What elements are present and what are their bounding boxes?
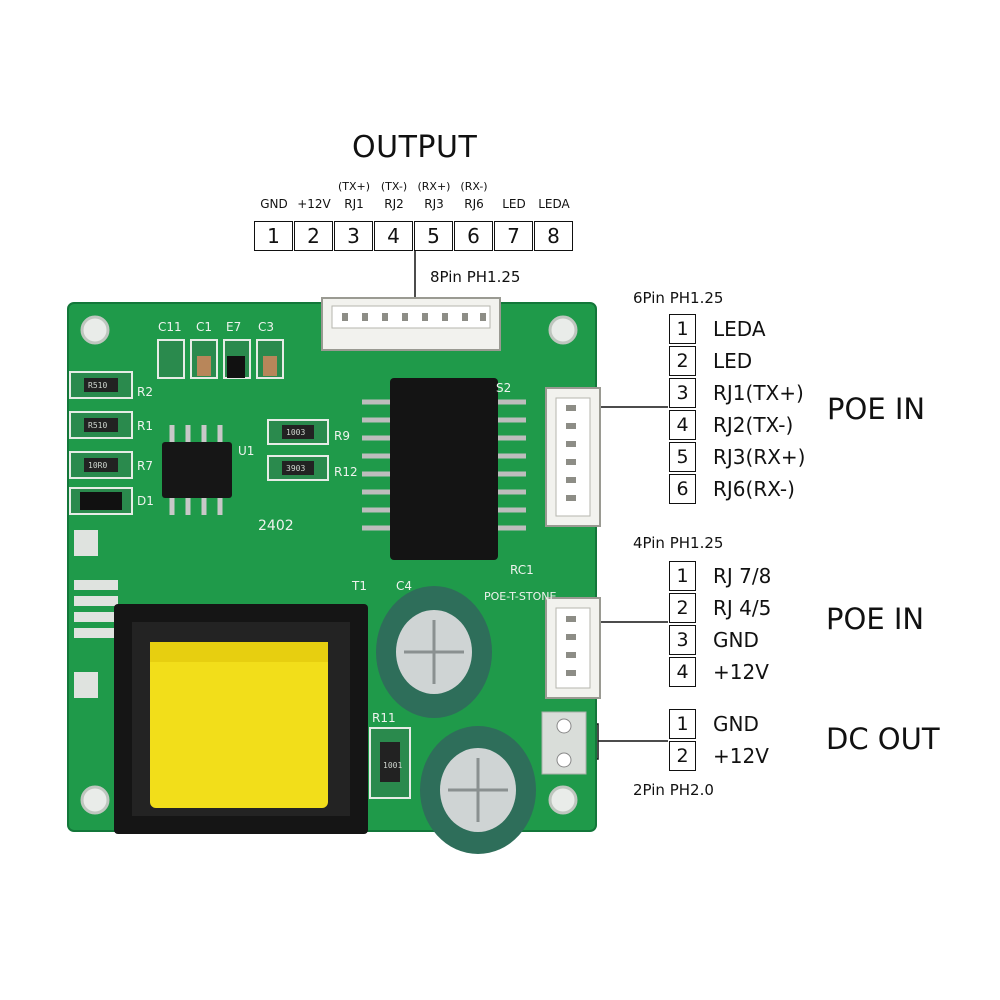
silk-s2: S2 [496, 381, 511, 395]
resistor-markings: R510 R510 10R0 1003 3903 1001 [88, 381, 402, 770]
dcout-bracket [566, 723, 599, 760]
output-pin-signal: RJ3 [424, 197, 444, 211]
connector-6pin [545, 387, 601, 527]
poe4-pin-signal: +12V [713, 660, 769, 684]
output-pin-signal: LEDA [538, 197, 570, 211]
dcout-section-title: DC OUT [826, 722, 940, 756]
connector-8pin [321, 297, 501, 351]
output-pin-number: 8 [534, 221, 573, 251]
output-pin-number: 3 [334, 221, 373, 251]
silk-r11: R11 [372, 711, 396, 725]
silk-t1: T1 [351, 579, 367, 593]
output-pin-alt-label: (TX+) [337, 180, 371, 193]
electrolytic-capacitor-2 [420, 726, 536, 854]
poe6-pin-number: 2 [669, 346, 696, 376]
poe4-pin-number: 3 [669, 625, 696, 655]
poe6-section-title: POE IN [827, 392, 926, 426]
output-pin-signal: RJ2 [384, 197, 404, 211]
poe6-pin-number: 1 [669, 314, 696, 344]
silk-brand: POE-T-STONE [484, 590, 556, 603]
poe6-pin-number: 5 [669, 442, 696, 472]
poe4-pin-number: 4 [669, 657, 696, 687]
dcout-pads [541, 711, 587, 775]
dcout-pin-number: 1 [669, 709, 696, 739]
output-pin-number: 2 [294, 221, 333, 251]
poe6-pin-signal: RJ3(RX+) [713, 445, 806, 469]
poe4-pin-number: 1 [669, 561, 696, 591]
edge-pads [74, 530, 118, 698]
output-title: OUTPUT [352, 130, 478, 165]
silk-rc1: RC1 [510, 563, 534, 577]
silk-r2: R2 [137, 385, 153, 399]
silk-d1: D1 [137, 494, 154, 508]
poe6-pin-number: 3 [669, 378, 696, 408]
poe6-pin-signal: RJ1(TX+) [713, 381, 804, 405]
svg-text:3903: 3903 [286, 464, 305, 473]
hole-tl [80, 315, 110, 345]
dcout-connector-label: 2Pin PH2.0 [633, 781, 714, 799]
silkscreen-text: C11 C1 E7 C3 R2 R1 R7 D1 U1 R9 R12 S2 RC… [137, 320, 556, 725]
output-pin-signal: RJ1 [344, 197, 364, 211]
poe6-pin-number: 6 [669, 474, 696, 504]
output-connector-label: 8Pin PH1.25 [430, 268, 521, 286]
transformer-chip-s2 [362, 378, 526, 560]
poe6-pin-signal: LEDA [713, 317, 766, 341]
output-pin-number: 4 [374, 221, 413, 251]
poe6-connector-label: 6Pin PH1.25 [633, 289, 724, 307]
hole-tr [548, 315, 578, 345]
output-pin-number: 7 [494, 221, 533, 251]
connector-4pin [545, 597, 601, 699]
output-pin-signal: +12V [297, 197, 331, 211]
svg-text:R510: R510 [88, 381, 107, 390]
silk-date-code: 2402 [258, 518, 294, 534]
silk-r1: R1 [137, 419, 153, 433]
silk-u1: U1 [238, 444, 254, 458]
output-pin-signal: RJ6 [464, 197, 484, 211]
mounting-holes [80, 315, 578, 815]
output-pin-signal: LED [502, 197, 526, 211]
output-pin-alt-label: (TX-) [380, 180, 408, 193]
poe4-pin-signal: GND [713, 628, 759, 652]
output-pin-number: 6 [454, 221, 493, 251]
poe6-pin-signal: RJ6(RX-) [713, 477, 795, 501]
svg-text:1001: 1001 [383, 761, 402, 770]
silk-r7: R7 [137, 459, 153, 473]
smd-capacitors [157, 339, 284, 379]
chip-u1 [162, 425, 232, 515]
poe4-section-title: POE IN [826, 602, 925, 636]
hole-bl [80, 785, 110, 815]
poe4-pin-signal: RJ 7/8 [713, 564, 772, 588]
smd-resistors [69, 371, 411, 799]
poe4-pin-number: 2 [669, 593, 696, 623]
output-pin-alt-label: (RX-) [460, 180, 488, 193]
silk-c4: C4 [396, 579, 412, 593]
silk-r9: R9 [334, 429, 350, 443]
svg-text:1003: 1003 [286, 428, 305, 437]
electrolytic-capacitor-1 [376, 586, 492, 718]
svg-text:R510: R510 [88, 421, 107, 430]
silk-e7: E7 [226, 320, 241, 334]
output-pin-number: 5 [414, 221, 453, 251]
power-transformer-t1 [114, 604, 368, 834]
dcout-pin-signal: GND [713, 712, 759, 736]
output-pin-alt-label: (RX+) [417, 180, 451, 193]
poe6-pin-signal: LED [713, 349, 753, 373]
silk-c3: C3 [258, 320, 274, 334]
dcout-pin-number: 2 [669, 741, 696, 771]
pcb-board [67, 302, 597, 832]
poe6-pin-number: 4 [669, 410, 696, 440]
poe4-connector-label: 4Pin PH1.25 [633, 534, 724, 552]
poe6-pin-signal: RJ2(TX-) [713, 413, 794, 437]
svg-text:10R0: 10R0 [88, 461, 107, 470]
silk-c11: C11 [158, 320, 182, 334]
hole-br [548, 785, 578, 815]
silk-r12: R12 [334, 465, 358, 479]
output-pin-number: 1 [254, 221, 293, 251]
poe4-pin-signal: RJ 4/5 [713, 596, 772, 620]
dcout-pin-signal: +12V [713, 744, 769, 768]
output-pin-signal: GND [260, 197, 288, 211]
silk-c1: C1 [196, 320, 212, 334]
